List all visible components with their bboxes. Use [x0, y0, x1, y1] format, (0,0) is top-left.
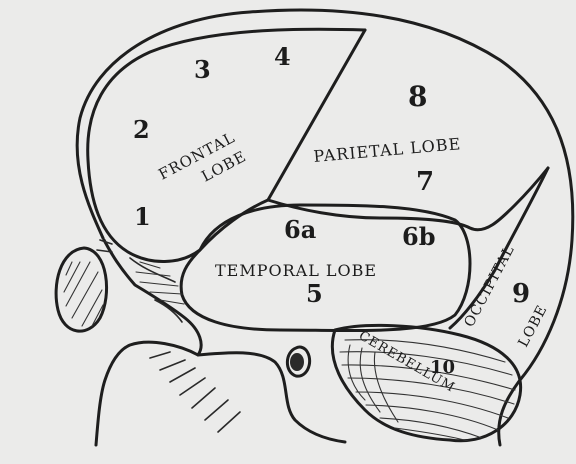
region-number-2: 2	[133, 115, 150, 144]
region-number-8: 8	[408, 80, 427, 113]
region-number-1: 1	[134, 202, 151, 231]
region-number-6a: 6a	[284, 215, 316, 244]
region-number-7: 7	[416, 167, 434, 197]
region-number-4: 4	[274, 42, 291, 71]
temporal-lobe-label: TEMPORAL LOBE	[215, 261, 377, 280]
region-number-3: 3	[194, 55, 211, 84]
region-number-5: 5	[306, 279, 323, 308]
region-number-9: 9	[512, 279, 530, 309]
ear-canal-dark	[290, 353, 304, 371]
region-number-6b: 6b	[402, 222, 435, 251]
